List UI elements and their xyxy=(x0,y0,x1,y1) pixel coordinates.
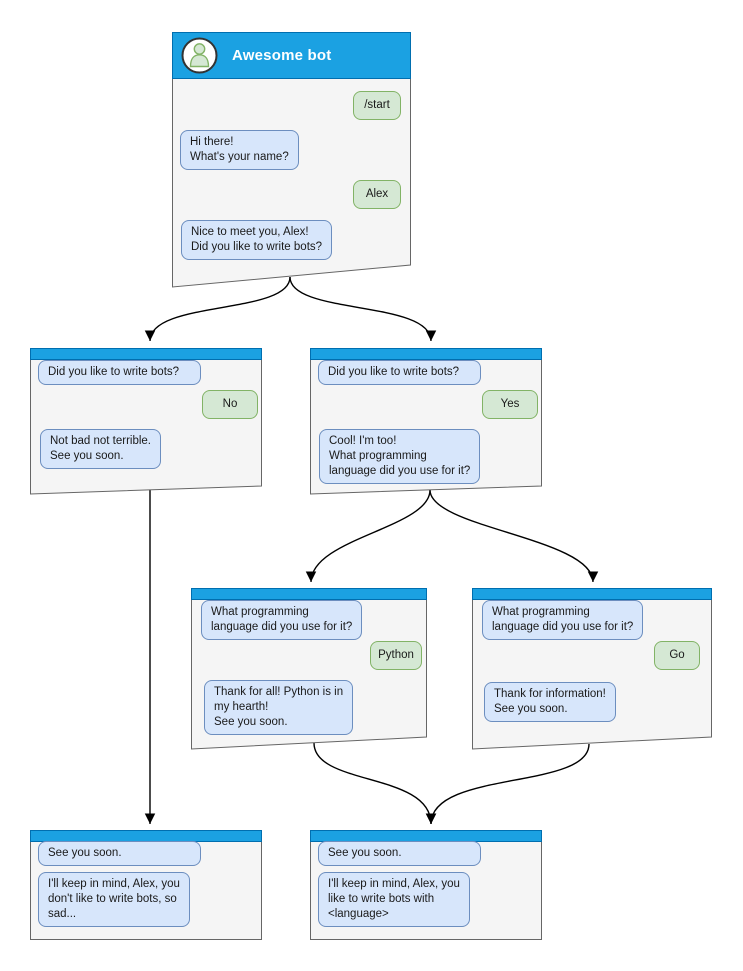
bot-message-bubble: Thank for information! See you soon. xyxy=(484,682,616,722)
bot-message-bubble: What programming language did you use fo… xyxy=(201,600,363,640)
user-message-bubble: No xyxy=(202,390,258,419)
edge-python-to-end xyxy=(313,742,437,825)
chat-window-end-yes: See you soon. I'll keep in mind, Alex, y… xyxy=(310,830,542,940)
user-message-bubble: Python xyxy=(370,641,422,670)
user-message-bubble: /start xyxy=(353,91,401,120)
bot-message-bubble: Did you like to write bots? xyxy=(38,360,201,385)
chat-window-python: What programming language did you use fo… xyxy=(191,588,427,750)
bot-message-bubble: I'll keep in mind, Alex, you don't like … xyxy=(38,872,190,927)
bot-message-bubble: What programming language did you use fo… xyxy=(482,600,644,640)
edge-yes-to-go xyxy=(429,489,599,583)
window-header: Awesome bot xyxy=(172,32,411,79)
chat-window-end-no: See you soon. I'll keep in mind, Alex, y… xyxy=(30,830,262,940)
bot-message-bubble: Hi there! What's your name? xyxy=(180,130,299,170)
chat-window-go: What programming language did you use fo… xyxy=(472,588,712,750)
bot-message-bubble: Not bad not terrible. See you soon. xyxy=(40,429,162,469)
user-message-bubble: Yes xyxy=(482,390,538,419)
bot-avatar-icon xyxy=(181,37,218,74)
edge-go-to-end xyxy=(425,743,590,825)
bot-message-bubble: See you soon. xyxy=(318,841,481,866)
user-message-bubble: Go xyxy=(654,641,700,670)
bot-message-bubble: Cool! I'm too! What programming language… xyxy=(319,429,481,484)
window-title: Awesome bot xyxy=(232,47,332,64)
bot-message-bubble: I'll keep in mind, Alex, you like to wri… xyxy=(318,872,470,927)
chat-window-main: Awesome bot /start Hi there! What's your… xyxy=(172,32,411,288)
bot-message-bubble: Nice to meet you, Alex! Did you like to … xyxy=(181,220,333,260)
bot-message-bubble: See you soon. xyxy=(38,841,201,866)
edge-yes-to-python xyxy=(305,489,431,583)
user-message-bubble: Alex xyxy=(353,180,401,209)
bot-message-bubble: Thank for all! Python is in my hearth! S… xyxy=(204,680,354,735)
chat-window-branch-no: Did you like to write bots? No Not bad n… xyxy=(30,348,262,495)
chat-window-branch-yes: Did you like to write bots? Yes Cool! I'… xyxy=(310,348,542,495)
bot-message-bubble: Did you like to write bots? xyxy=(318,360,481,385)
